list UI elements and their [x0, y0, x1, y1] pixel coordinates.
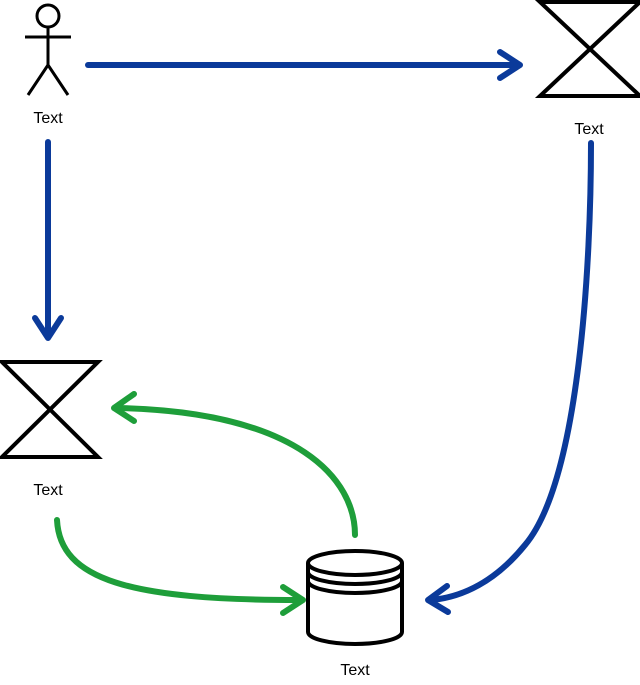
edge-timer-left-to-datastore[interactable]: [54, 517, 306, 616]
hourglass-icon: [0, 360, 103, 459]
edge-datastore-to-timer-left[interactable]: [111, 391, 358, 538]
node-datastore[interactable]: Text: [306, 549, 404, 679]
hourglass-icon: [534, 0, 640, 98]
node-datastore-label: Text: [340, 662, 370, 679]
database-icon: [306, 549, 404, 646]
node-timer-top-right-label: Text: [574, 121, 604, 138]
actor-icon: [25, 3, 71, 96]
node-timer-left[interactable]: Text: [0, 360, 103, 499]
edge-timer-top-right-to-datastore[interactable]: [425, 140, 594, 615]
node-timer-left-label: Text: [33, 482, 63, 499]
edge-actor-to-timer-top-right[interactable]: [85, 49, 523, 81]
node-actor[interactable]: Text: [25, 3, 71, 127]
node-actor-label: Text: [33, 110, 63, 127]
edge-actor-to-timer-left[interactable]: [32, 139, 64, 341]
node-timer-top-right[interactable]: Text: [534, 0, 640, 138]
